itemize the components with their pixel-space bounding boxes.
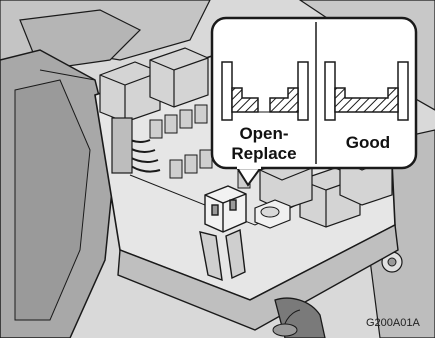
open-replace-label: Open- Replace (216, 124, 312, 164)
replace-label-line: Replace (216, 144, 312, 164)
open-label-line: Open- (216, 124, 312, 144)
figure-code: G200A01A (366, 317, 435, 329)
good-label: Good (322, 133, 414, 153)
